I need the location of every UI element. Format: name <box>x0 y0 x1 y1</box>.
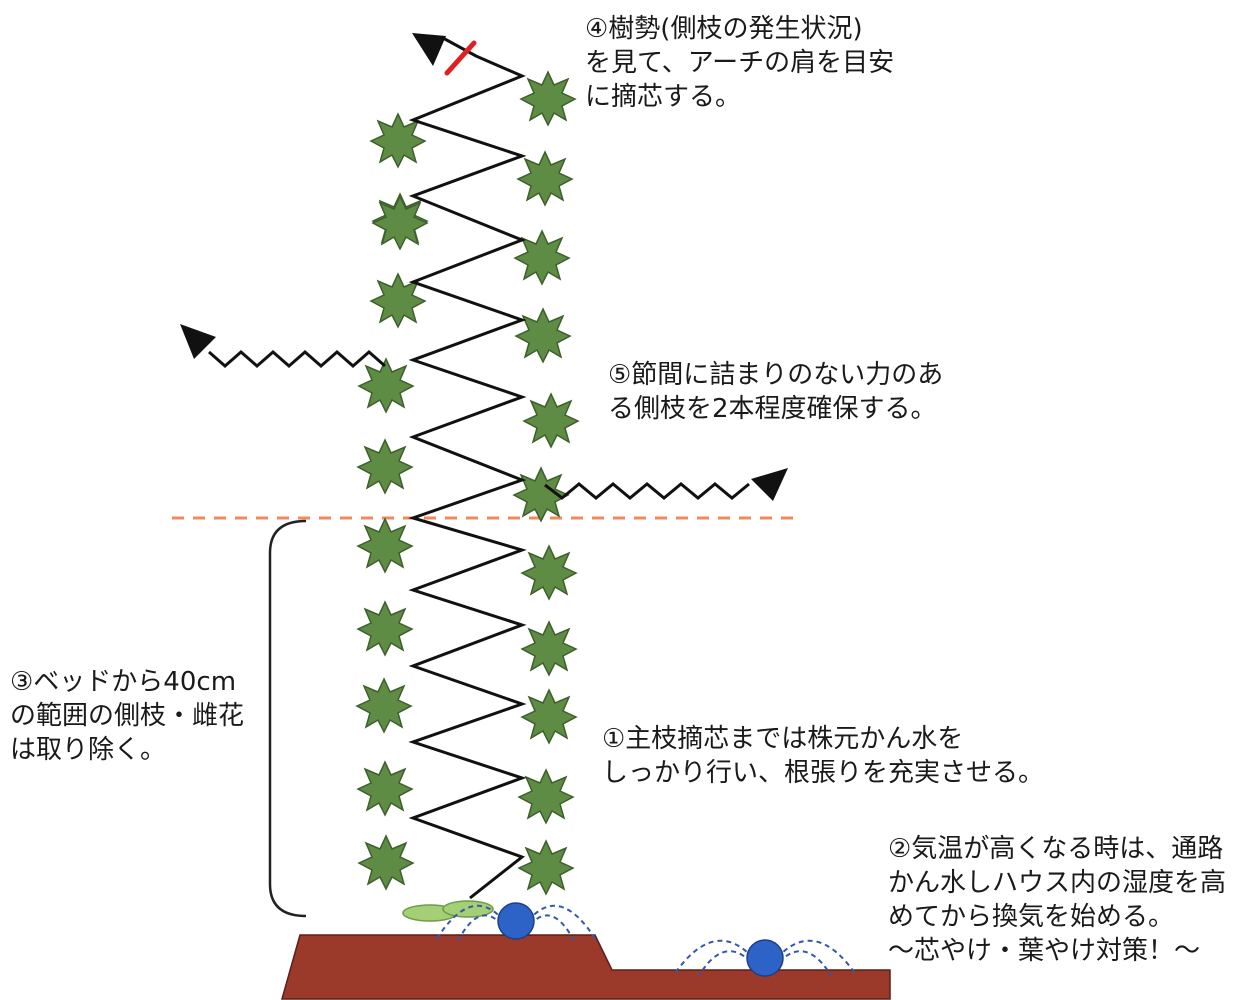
right-side-branch <box>544 482 750 500</box>
spray-arc <box>776 939 858 977</box>
note-pinch-top: ④樹勢(側枝の発生状況) を見て、アーチの肩を目安 に摘芯する。 <box>585 12 894 114</box>
cucumber-leaf-icon <box>358 358 414 413</box>
cucumber-leaf-icon <box>521 621 577 676</box>
note5-line2: る側枝を2本程度確保する。 <box>608 394 937 424</box>
right-branch-arrowhead-icon <box>751 468 788 501</box>
note2-line3: めてから換気を始める。 <box>888 902 1175 932</box>
cucumber-leaf-icon <box>357 601 413 656</box>
cucumber-leaf-icon <box>523 393 579 448</box>
left-branch-arrowhead-icon <box>180 324 216 359</box>
soil-bed <box>281 934 891 1000</box>
note-aisle-watering: ②気温が高くなる時は、通路 かん水しハウス内の湿度を高 めてから換気を始める。 … <box>888 832 1226 968</box>
cucumber-leaf-icon <box>357 439 413 494</box>
note-remove-lower: ③ベッドから40cm の範囲の側枝・雌花 は取り除く。 <box>10 665 244 767</box>
note-base-watering: ①主枝摘芯までは株元かん水を しっかり行い、根張りを充実させる。 <box>602 722 1044 790</box>
side-branches <box>180 324 788 501</box>
spray-arc <box>435 904 505 941</box>
seedling-cotyledon-icon <box>402 900 494 922</box>
cucumber-leaf-icon <box>357 518 413 573</box>
cucumber-leaf-icon <box>372 195 428 250</box>
spray-arc <box>527 904 597 941</box>
note3-line1: ③ベッドから40cm <box>10 667 237 697</box>
note1-line2: しっかり行い、根張りを充実させる。 <box>602 758 1045 788</box>
cucumber-leaf-icon <box>521 689 577 744</box>
note2-line4: ～芯やけ・葉やけ対策！～ <box>888 936 1201 966</box>
cucumber-leaf-icon <box>513 467 569 522</box>
cucumber-leaf-icon <box>518 840 574 895</box>
note4-line2: を見て、アーチの肩を目安 <box>585 48 895 78</box>
main-stem <box>408 33 527 900</box>
spray-arc <box>672 939 754 977</box>
cucumber-leaf-icon <box>517 151 573 206</box>
cucumber-leaf-icon <box>356 678 412 733</box>
cucumber-leaf-icon <box>358 835 414 890</box>
stem-tip-arrowhead-icon <box>412 33 446 66</box>
cucumber-leaf-icon <box>518 769 574 824</box>
main-stem-line <box>408 36 527 900</box>
note5-line1: ⑤節間に詰まりのない力のあ <box>608 360 944 390</box>
pinch-mark-icon <box>444 40 477 76</box>
spray-arc <box>778 950 833 977</box>
note2-line1: ②気温が高くなる時は、通路 <box>888 834 1224 864</box>
cucumber-leaf-icon <box>521 545 577 600</box>
cucumber-leaf-icon <box>520 71 576 126</box>
left-side-branch <box>208 350 386 368</box>
note3-line2: の範囲の側枝・雌花 <box>10 701 245 731</box>
water-drip-emitter-icon <box>435 902 597 941</box>
emitter-ball <box>746 939 784 977</box>
note4-line1: ④樹勢(側枝の発生状況) <box>585 14 863 44</box>
note4-line3: に摘芯する。 <box>585 82 742 112</box>
range-bracket <box>268 519 307 918</box>
emitter-ball <box>497 902 535 940</box>
note2-line2: かん水しハウス内の湿度を高 <box>888 868 1227 898</box>
cucumber-leaf-icon <box>357 761 413 816</box>
note3-line3: は取り除く。 <box>10 735 167 765</box>
note-side-branches: ⑤節間に詰まりのない力のあ る側枝を2本程度確保する。 <box>608 358 943 426</box>
drip-emitters <box>435 902 858 977</box>
spray-arc <box>697 950 752 977</box>
water-drip-emitter-icon <box>672 939 858 977</box>
note1-line1: ①主枝摘芯までは株元かん水を <box>602 724 964 754</box>
leaves-group <box>356 71 579 895</box>
cucumber-leaf-icon <box>515 308 571 363</box>
